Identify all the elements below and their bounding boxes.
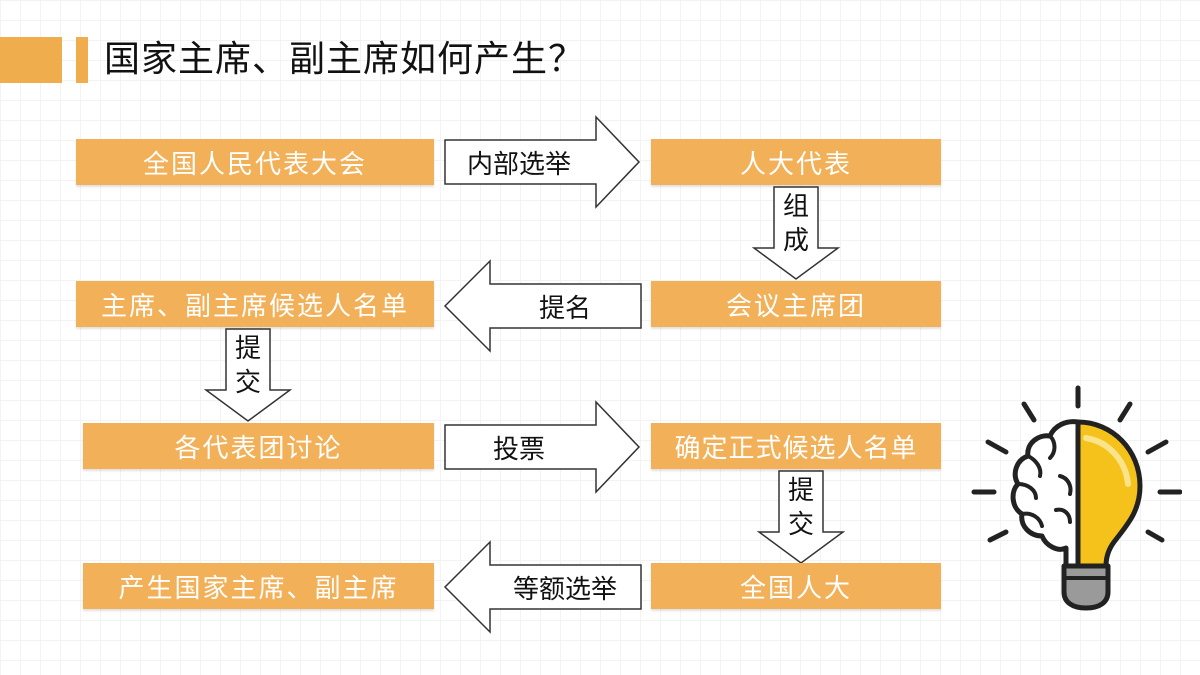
title-accent-bar-thin [76,37,88,83]
arrow-vote: 投票 [444,400,641,494]
box-result: 产生国家主席、副主席 [83,563,434,609]
arrow-label-nominate: 提名 [538,293,591,324]
arrow-label-submit-left-top: 提 [234,334,261,364]
arrow-label-form-top: 组 [782,192,809,222]
arrow-nominate: 提名 [443,259,642,353]
title-accent-bar-wide [0,37,62,83]
arrow-submit-left: 提 交 [203,328,293,422]
left-arrow-shape [443,540,642,634]
arrow-form: 组 成 [751,186,841,280]
arrow-label-submit-left-bottom: 交 [234,368,261,398]
left-arrow-shape [443,259,642,353]
down-arrow-shape [203,328,293,422]
arrow-label-submit-right-top: 提 [787,476,814,506]
arrow-label-equal-election: 等额选举 [512,574,617,605]
arrow-label-vote: 投票 [492,434,545,465]
arrow-label-form: 组 成 [774,190,818,258]
brain-lightbulb-icon [962,380,1183,620]
arrow-label-submit-right: 提 交 [779,474,823,542]
arrow-internal-election: 内部选举 [444,115,641,209]
right-arrow-shape [444,400,641,494]
box-npc: 全国人民代表大会 [76,139,434,185]
box-delegations: 各代表团讨论 [83,423,434,469]
down-arrow-shape [756,470,846,564]
arrow-label-submit-right-bottom: 交 [787,510,814,540]
arrow-submit-right: 提 交 [756,470,846,564]
page-title: 国家主席、副主席如何产生？ [104,39,586,80]
arrow-label-internal-election: 内部选举 [466,149,571,180]
arrow-label-form-bottom: 成 [782,226,809,256]
box-deputies: 人大代表 [651,139,941,185]
box-presidium: 会议主席团 [651,281,941,327]
right-arrow-shape [444,115,641,209]
box-npc-short: 全国人大 [651,563,941,609]
arrow-equal-election: 等额选举 [443,540,642,634]
box-final-list: 确定正式候选人名单 [651,423,941,469]
down-arrow-shape [751,186,841,280]
arrow-label-submit-left: 提 交 [226,332,270,400]
box-candidate-list: 主席、副主席候选人名单 [76,281,434,327]
